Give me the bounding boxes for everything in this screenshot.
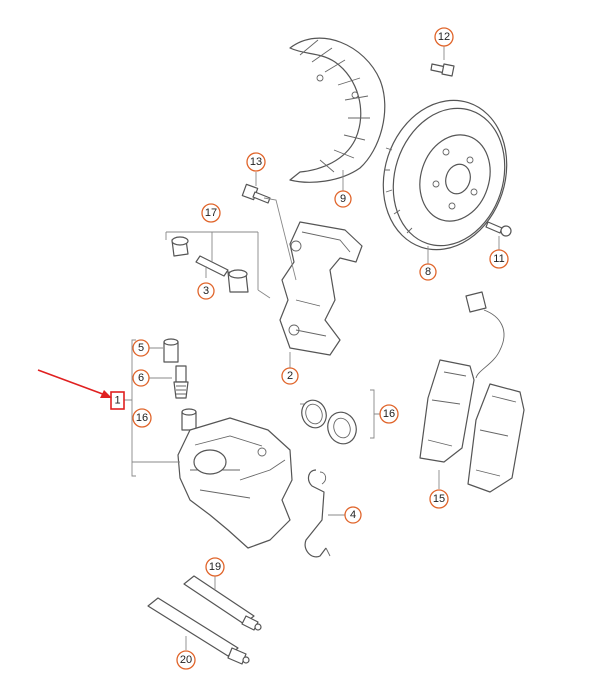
svg-text:16: 16 [136, 412, 148, 424]
brake-pads[interactable] [419, 359, 525, 493]
callout-8[interactable]: 8 [419, 263, 437, 281]
bleeder-cap[interactable] [163, 338, 179, 363]
callout-13[interactable]: 13 [246, 152, 266, 172]
svg-text:20: 20 [180, 654, 192, 666]
guide-pin-set[interactable] [171, 236, 249, 293]
callout-16-seal[interactable]: 16 [379, 404, 399, 424]
callout-19[interactable]: 19 [205, 557, 225, 577]
grease-tube-20[interactable] [147, 597, 250, 665]
brake-caliper[interactable] [177, 408, 293, 549]
callout-12[interactable]: 12 [434, 27, 454, 47]
callout-11[interactable]: 11 [489, 249, 509, 269]
shield-bolt[interactable] [430, 63, 455, 77]
callout-15[interactable]: 15 [429, 489, 449, 509]
svg-text:2: 2 [287, 370, 293, 382]
disc-screw[interactable] [485, 221, 512, 237]
retaining-spring[interactable] [304, 469, 331, 558]
piston-seal-kit[interactable] [298, 397, 361, 448]
svg-text:4: 4 [350, 509, 356, 521]
svg-text:17: 17 [205, 207, 217, 219]
callout-6[interactable]: 6 [132, 369, 150, 387]
leader-lines [124, 46, 500, 650]
callout-20[interactable]: 20 [176, 650, 196, 670]
callout-2[interactable]: 2 [281, 367, 299, 385]
splash-shield[interactable] [289, 37, 386, 183]
svg-text:12: 12 [438, 31, 450, 43]
callout-16-caliper[interactable]: 16 [132, 408, 152, 428]
callout-4[interactable]: 4 [344, 506, 362, 524]
highlight-box [110, 391, 125, 410]
svg-text:5: 5 [138, 342, 144, 354]
carrier-bolt[interactable] [241, 183, 271, 204]
grease-tube-19[interactable] [183, 575, 262, 631]
callout-17[interactable]: 17 [201, 203, 221, 223]
svg-text:6: 6 [138, 372, 144, 384]
wear-sensor[interactable] [465, 291, 505, 379]
svg-text:13: 13 [250, 156, 262, 168]
svg-text:19: 19 [209, 561, 221, 573]
svg-text:3: 3 [203, 285, 209, 297]
brake-disc[interactable] [364, 84, 525, 266]
bleeder-valve[interactable] [173, 365, 189, 399]
svg-text:16: 16 [383, 408, 395, 420]
svg-text:9: 9 [340, 193, 346, 205]
callout-1-label: 1 [114, 395, 120, 407]
callout-5[interactable]: 5 [132, 339, 150, 357]
svg-text:15: 15 [433, 493, 445, 505]
svg-text:8: 8 [425, 266, 431, 278]
callout-3[interactable]: 3 [197, 282, 215, 300]
pointer-arrow [37, 369, 112, 398]
brake-carrier[interactable] [279, 221, 363, 356]
svg-text:11: 11 [493, 253, 504, 265]
callout-9[interactable]: 9 [334, 190, 352, 208]
